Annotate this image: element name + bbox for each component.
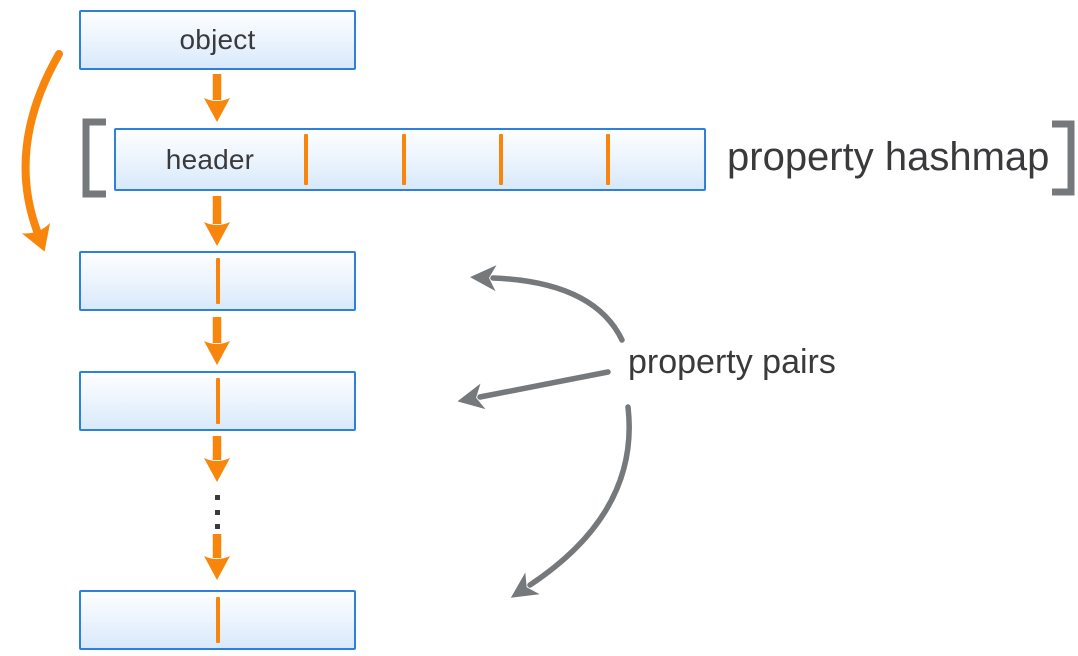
- property-pair-box-1: [79, 251, 356, 311]
- pairs-annotation-arrow-top: [470, 265, 625, 343]
- ellipsis-dots: [215, 495, 220, 529]
- property-pairs-label: property pairs: [628, 343, 836, 381]
- pairs-annotation-arrow-bottom: [510, 404, 632, 598]
- property-hashmap-label: property hashmap: [727, 135, 1050, 179]
- property-pair-box-2: [79, 371, 356, 431]
- hashmap-cell-divider: [606, 134, 610, 185]
- object-label: object: [179, 24, 256, 55]
- hashmap-cell-divider: [402, 134, 406, 185]
- hashmap-bracket-left: [82, 118, 106, 198]
- header-label: header: [165, 143, 255, 175]
- pair-divider: [215, 597, 220, 643]
- hashmap-header-box: header: [114, 128, 706, 191]
- property-pair-box-3: [79, 590, 356, 650]
- pair-divider: [215, 258, 220, 304]
- hashmap-cell-divider: [499, 134, 503, 185]
- hashmap-cell-divider: [304, 134, 308, 185]
- pair-divider: [215, 378, 220, 424]
- hashmap-header-cell: header: [116, 130, 304, 189]
- hashmap-bracket-right: [1052, 120, 1075, 196]
- object-to-pairs-curved-arrow: [21, 50, 63, 252]
- pairs-annotation-arrow-middle: [457, 369, 611, 410]
- object-box: object: [79, 10, 356, 70]
